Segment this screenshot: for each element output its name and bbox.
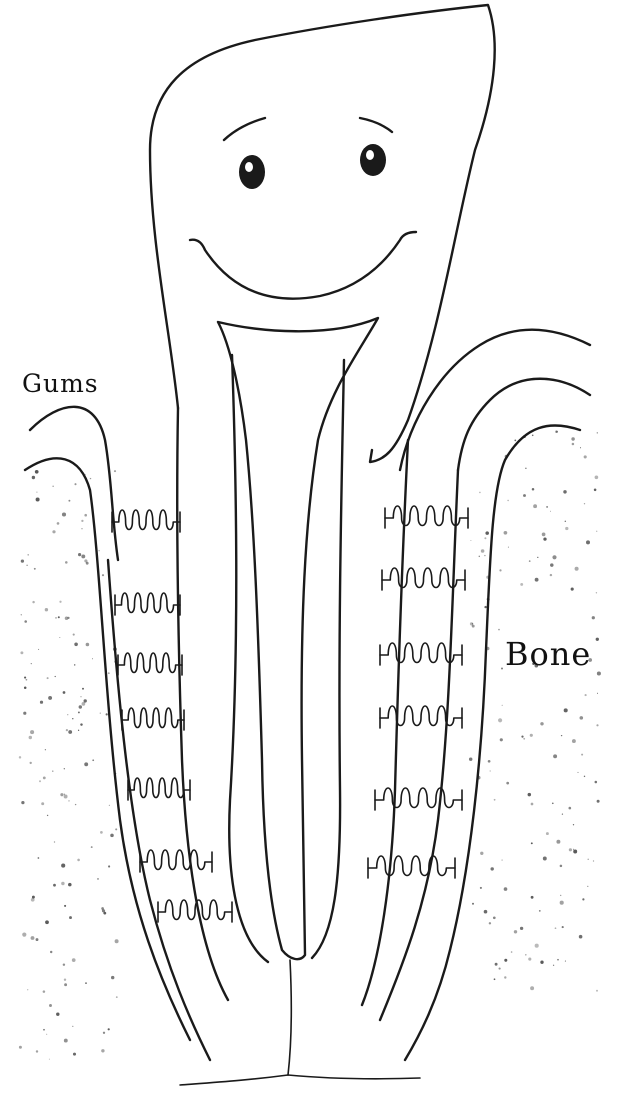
tooth-outline <box>150 5 495 462</box>
left-eyebrow-icon <box>224 118 265 140</box>
gum-line-right-innermost <box>380 470 458 1020</box>
nerve-line <box>288 960 291 1075</box>
ligament-spring <box>368 856 455 876</box>
right-eye-icon <box>360 144 386 176</box>
smile-icon <box>190 232 416 299</box>
ligament-spring <box>118 653 182 673</box>
gums <box>25 330 590 1060</box>
pulp-chamber <box>218 318 378 959</box>
gum-line-left-outer <box>30 407 118 560</box>
ligament-springs-left <box>112 510 232 922</box>
ligament-spring <box>112 510 180 530</box>
gums-label: Gums <box>22 369 99 398</box>
tooth <box>150 5 495 1005</box>
ligament-spring <box>158 900 232 920</box>
nerve <box>180 960 420 1085</box>
ligament-spring <box>140 850 212 870</box>
root-left-inner <box>229 355 268 962</box>
ligament-spring <box>380 706 462 726</box>
ligament-spring <box>375 788 462 808</box>
bone-label: Bone <box>505 635 591 673</box>
right-eyebrow-icon <box>360 118 392 132</box>
gum-line-left-outermost <box>108 560 210 1060</box>
gum-line-right-mid <box>458 379 590 470</box>
ligament-spring <box>122 708 184 728</box>
ligament-spring <box>115 593 180 613</box>
ligament-spring <box>128 778 190 798</box>
bone-texture-speckles <box>19 430 601 1059</box>
tooth-face <box>190 118 416 299</box>
left-eye-icon <box>239 155 265 189</box>
